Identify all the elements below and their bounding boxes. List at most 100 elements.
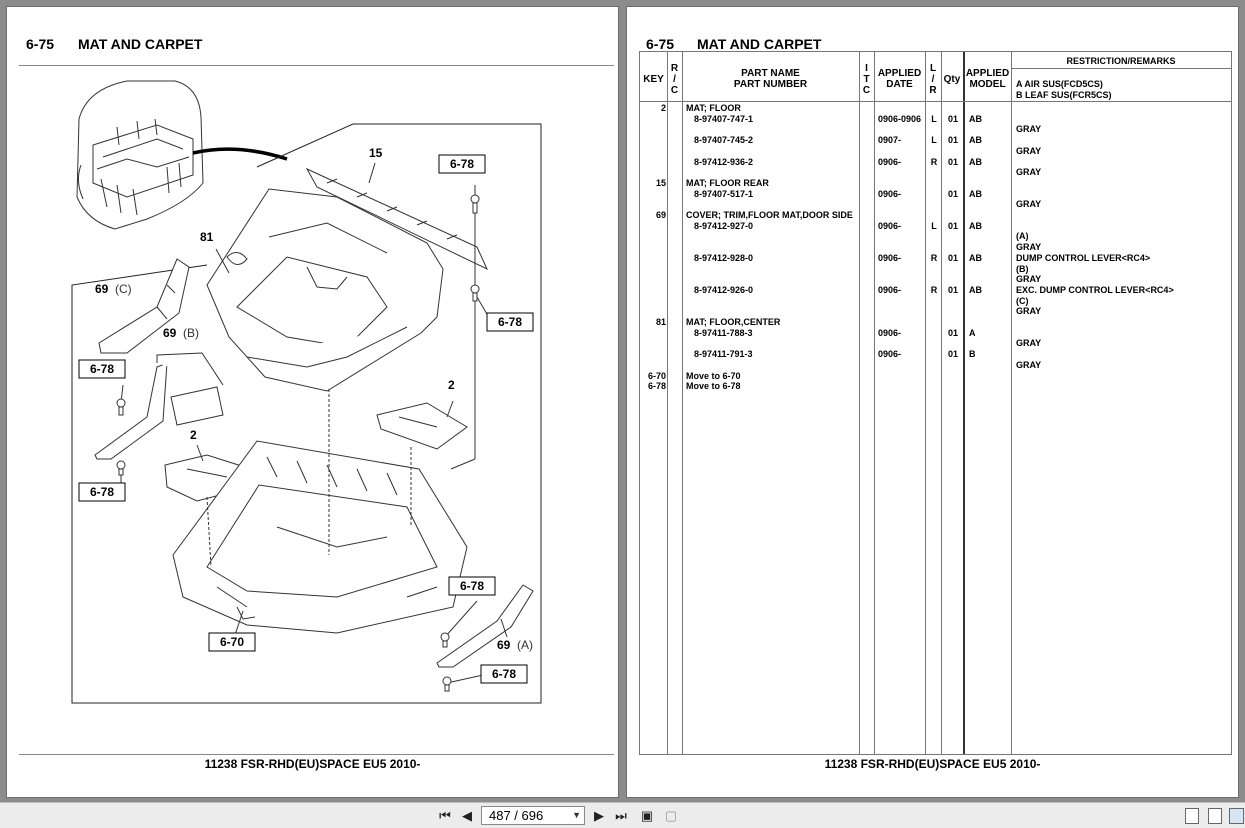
callout-6-78-left-bottom[interactable]: 6-78 (78, 482, 126, 502)
table-cell-key: 81 (655, 317, 666, 327)
section-number: 6-75 (646, 36, 675, 52)
table-cell-date: 0906- (878, 188, 902, 199)
door-side-trim-c (98, 258, 190, 354)
table-cell-model: AB (969, 113, 982, 124)
table-cell-name: 8-97412-928-0 (694, 252, 754, 263)
table-cell-rem: DUMP CONTROL LEVER<RC4> (1016, 252, 1151, 263)
two-page-icon[interactable] (1229, 808, 1244, 824)
callout-6-78-top[interactable]: 6-78 (438, 154, 486, 174)
table-cell-rem: GRAY (1016, 124, 1042, 135)
footer-rule (19, 754, 614, 755)
zoom-arrow (192, 147, 288, 161)
clip-icons (116, 194, 480, 692)
page-footer: 11238 FSR-RHD(EU)SPACE EU5 2010- (824, 757, 1041, 771)
table-cell-rem: GRAY (1016, 359, 1042, 370)
label-69b-sub: (B) (183, 326, 199, 340)
diagram-frame (71, 123, 542, 704)
table-cell-model: AB (969, 156, 982, 167)
fit-width-icon[interactable]: ▢ (664, 808, 678, 823)
table-cell-name: 8-97411-791-3 (694, 349, 753, 360)
parts-diagram: 6-78 6-78 6-78 6-78 6-78 6-78 6-70 15 81 (71, 80, 542, 704)
table-cell-lr: L (931, 135, 937, 146)
left-page: 6-75 MAT AND CARPET (6, 6, 619, 798)
table-cell-name: 8-97407-745-2 (694, 135, 754, 146)
table-cell-qty: 01 (947, 135, 958, 146)
table-cell-qty: 01 (947, 252, 958, 263)
callout-6-70[interactable]: 6-70 (208, 632, 256, 652)
table-cell-model: AB (969, 135, 982, 146)
continuous-icon[interactable] (1208, 808, 1222, 824)
table-cell-qty: 01 (947, 327, 958, 338)
floor-mat-main (172, 440, 468, 634)
label-15: 15 (369, 146, 383, 160)
table-cell-model: A (969, 327, 976, 338)
table-cell-qty: 01 (947, 220, 958, 231)
leader-lines (120, 162, 508, 684)
col-lr: L/R (929, 63, 937, 96)
label-69c: 69 (95, 282, 109, 296)
floor-center-mat (206, 188, 444, 392)
svg-text:6-78: 6-78 (90, 362, 114, 376)
table-cell-rem: GRAY (1016, 145, 1042, 156)
table-cell-rem: (C) (1016, 295, 1029, 306)
table-cell-rem: GRAY (1016, 167, 1042, 178)
table-cell-name: MAT; FLOOR REAR (686, 177, 769, 188)
table-cell-lr: R (930, 252, 938, 263)
table-cell-model: AB (969, 252, 982, 263)
table-cell-date: 0906- (878, 220, 902, 231)
label-69b: 69 (163, 326, 177, 340)
viewer-toolbar: ⏮ ◀ 487 / 696▼ ▶ ⏭ ▣ ▢ (0, 802, 1245, 828)
label-69a: 69 (497, 638, 511, 652)
table-cell-name: COVER; TRIM,FLOOR MAT,DOOR SIDE (686, 210, 853, 220)
next-page-icon[interactable]: ▶ (594, 808, 604, 823)
table-cell-key: 2 (660, 103, 666, 113)
table-cell-rem: GRAY (1016, 199, 1042, 210)
table-cell-name: 8-97412-927-0 (694, 220, 754, 231)
label-2-lower: 2 (190, 428, 197, 442)
callout-6-78-left-top[interactable]: 6-78 (78, 359, 126, 379)
table-cell-qty: 01 (947, 156, 958, 167)
callout-6-78-bottom-right[interactable]: 6-78 (448, 576, 496, 596)
label-2-upper: 2 (448, 378, 455, 392)
table-cell-model: AB (969, 220, 982, 231)
table-cell-date: 0906-0906 (878, 113, 922, 124)
callout-6-78-bottom[interactable]: 6-78 (480, 664, 528, 684)
fit-page-icon[interactable]: ▣ (640, 808, 654, 823)
first-page-icon[interactable]: ⏮ (439, 808, 451, 823)
table-cell-model: B (969, 349, 976, 360)
door-side-trim-a (436, 584, 534, 668)
svg-text:6-78: 6-78 (90, 485, 114, 499)
table-cell-key: 15 (655, 177, 666, 188)
table-cell-date: 0906- (878, 156, 902, 167)
page-number-select[interactable]: 487 / 696▼ (481, 806, 585, 825)
table-cell-name: MAT; FLOOR,CENTER (686, 317, 781, 327)
label-81: 81 (200, 230, 214, 244)
table-cell-key: 6-78 (647, 381, 666, 392)
callout-6-78-right[interactable]: 6-78 (486, 312, 534, 332)
single-page-icon[interactable] (1185, 808, 1199, 824)
table-cell-qty: 01 (947, 113, 958, 124)
table-cell-lr: L (931, 113, 937, 124)
table-cell-key: 69 (655, 210, 666, 220)
page-title: MAT AND CARPET (78, 36, 203, 52)
floor-rear-mat (305, 167, 489, 271)
table-cell-date: 0907- (878, 135, 902, 146)
table-cell-date: 0906- (878, 327, 902, 338)
col-key: KEY (643, 74, 664, 85)
last-page-icon[interactable]: ⏭ (615, 808, 627, 823)
col-remarks: RESTRICTION/REMARKS (1066, 56, 1176, 66)
page-footer: 11238 FSR-RHD(EU)SPACE EU5 2010- (204, 757, 421, 771)
table-cell-model: AB (969, 188, 982, 199)
svg-text:6-78: 6-78 (460, 579, 484, 593)
table-cell-name: 8-97407-747-1 (694, 113, 754, 124)
table-cell-date: 0906- (878, 284, 902, 295)
svg-text:6-78: 6-78 (498, 315, 522, 329)
table-cell-name: 8-97412-936-2 (694, 156, 754, 167)
prev-page-icon[interactable]: ◀ (462, 808, 472, 823)
table-cell-date: 0906- (878, 252, 902, 263)
